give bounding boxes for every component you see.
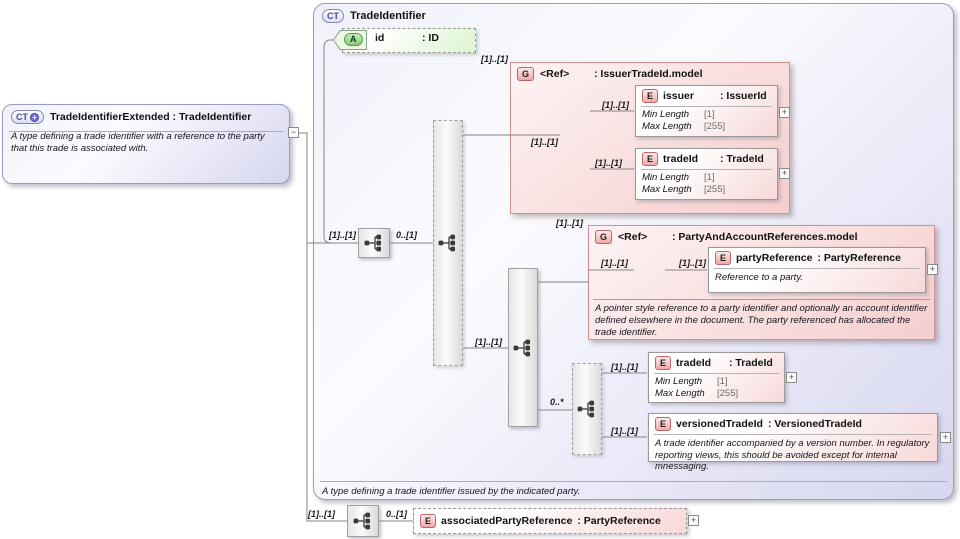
type-footer-description: A type defining a trade identifier issue…: [322, 486, 581, 497]
expand-button[interactable]: +: [786, 372, 797, 383]
trade-identifier-extended-box[interactable]: CT+ TradeIdentifierExtended : TradeIdent…: [2, 104, 290, 184]
element-associated-party-reference-box[interactable]: E associatedPartyReference : PartyRefere…: [413, 508, 687, 534]
sequence-icon[interactable]: [358, 228, 390, 258]
type-title: TradeIdentifierExtended : TradeIdentifie…: [50, 111, 252, 123]
facet-row: Max Length[255]: [655, 387, 739, 399]
cardinality-label: [1]..[1]: [556, 218, 583, 228]
facet-row: Min Length[1]: [642, 172, 715, 183]
cardinality-label: [1]..[1]: [531, 137, 558, 147]
extension-plus-icon: +: [30, 112, 39, 122]
cardinality-label: [1]..[1]: [595, 158, 622, 168]
group-badge-icon: G: [517, 67, 535, 81]
group-badge-icon: G: [595, 230, 613, 244]
element-trade-id-box[interactable]: E tradeId : TradeId Min Length[1] Max Le…: [635, 148, 778, 200]
expand-button[interactable]: +: [779, 107, 790, 118]
element-name: partyReference: [736, 252, 813, 264]
element-name: tradeId: [676, 357, 712, 369]
cardinality-label: 0..[1]: [386, 509, 408, 519]
element-issuer-box[interactable]: E issuer : IssuerId Min Length[1] Max Le…: [635, 85, 778, 137]
cardinality-label: [1]..[1]: [679, 258, 706, 268]
trade-identifier-header: CT TradeIdentifier: [314, 4, 953, 26]
element-name: issuer: [663, 90, 694, 102]
cardinality-label: [1]..[1]: [308, 509, 335, 519]
expand-button[interactable]: +: [779, 168, 790, 179]
attribute-arrow-icon: A: [333, 30, 367, 50]
cardinality-label: [1]..[1]: [611, 426, 638, 436]
cardinality-label: [1]..[1]: [601, 258, 628, 268]
footer-separator: [320, 481, 947, 482]
element-badge-icon: E: [642, 89, 659, 103]
group-description: A pointer style reference to a party ide…: [595, 303, 928, 338]
group-type: : IssuerTradeId.model: [594, 68, 703, 80]
element-party-reference-box[interactable]: E partyReference : PartyReference Refere…: [708, 247, 926, 293]
element-badge-icon: E: [715, 251, 732, 265]
attribute-type: : ID: [422, 32, 439, 44]
element-badge-icon: E: [642, 152, 659, 166]
cardinality-label: 0..[1]: [396, 230, 418, 240]
optional-sequence-icon[interactable]: [433, 120, 463, 366]
facet-row: Max Length[255]: [642, 183, 726, 195]
element-type: : IssuerId: [720, 90, 767, 102]
group-separator: [593, 299, 930, 300]
header-separator: [9, 131, 283, 132]
facet-row: Max Length[255]: [642, 120, 726, 132]
cardinality-label: [1]..[1]: [602, 100, 629, 110]
cardinality-label: [1]..[1]: [329, 230, 356, 240]
element-description: Reference to a party.: [715, 272, 804, 283]
cardinality-label: 0..*: [550, 397, 564, 407]
element-trade-id-box[interactable]: E tradeId : TradeId Min Length[1] Max Le…: [648, 352, 785, 403]
attribute-name: id: [375, 32, 385, 44]
collapse-expander[interactable]: −: [288, 127, 299, 138]
expand-button[interactable]: +: [927, 264, 938, 275]
sequence-icon[interactable]: [347, 505, 379, 537]
cardinality-label: [1]..[1]: [475, 337, 502, 347]
trade-identifier-extended-header: CT+ TradeIdentifierExtended : TradeIdent…: [3, 105, 289, 127]
element-name: versionedTradeId: [676, 418, 763, 430]
element-badge-icon: E: [420, 514, 437, 528]
cardinality-label: [1]..[1]: [611, 362, 638, 372]
repeating-sequence-icon[interactable]: [572, 363, 602, 455]
complex-type-icon: CT: [322, 9, 344, 23]
sequence-icon[interactable]: [508, 268, 538, 427]
facet-row: Min Length[1]: [642, 109, 715, 120]
element-type: : VersionedTradeId: [767, 418, 862, 430]
facet-row: Min Length[1]: [655, 376, 728, 387]
element-description: A trade identifier accompanied by a vers…: [655, 438, 930, 472]
element-type: : PartyReference: [817, 252, 901, 264]
group-type: : PartyAndAccountReferences.model: [672, 231, 858, 243]
expand-button[interactable]: +: [688, 515, 699, 526]
type-description: A type defining a trade identifier with …: [11, 131, 265, 154]
group-name: <Ref>: [540, 68, 570, 80]
type-title: TradeIdentifier: [350, 10, 426, 22]
element-name: tradeId: [663, 153, 699, 165]
element-badge-icon: E: [655, 417, 672, 431]
cardinality-label: [1]..[1]: [481, 54, 508, 64]
element-type: : TradeId: [720, 153, 764, 165]
element-badge-icon: E: [655, 356, 672, 370]
attribute-badge-icon: A: [344, 33, 363, 46]
element-name: associatedPartyReference: [441, 515, 573, 527]
element-type: : PartyReference: [577, 515, 661, 527]
element-versioned-trade-id-box[interactable]: E versionedTradeId : VersionedTradeId A …: [648, 413, 938, 472]
element-type: : TradeId: [729, 357, 773, 369]
group-name: <Ref>: [618, 231, 648, 243]
expand-button[interactable]: +: [940, 432, 951, 443]
complex-type-plus-icon: CT+: [11, 110, 44, 124]
